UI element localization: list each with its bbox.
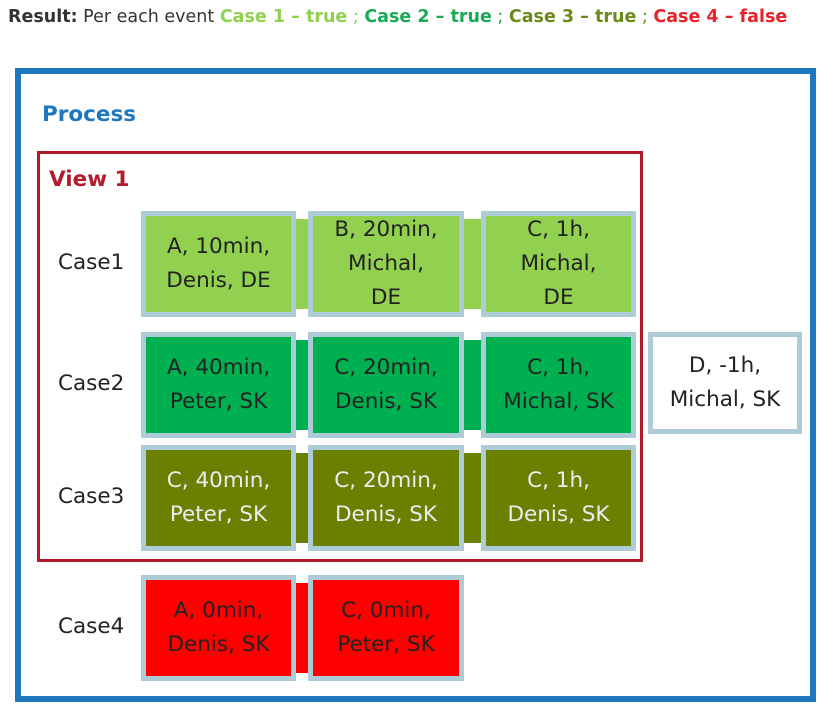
event-line: C, 40min, xyxy=(166,468,271,493)
event-line: Denis, SK xyxy=(507,502,610,527)
process-box xyxy=(15,68,816,702)
event-box: C, 20min, Denis, SK xyxy=(308,445,464,551)
event-box: C, 20min, Denis, SK xyxy=(308,332,464,438)
event-line: Denis, SK xyxy=(334,389,437,414)
event-text: C, 20min, Denis, SK xyxy=(334,351,437,419)
event-text: C, 20min, Denis, SK xyxy=(334,464,437,532)
event-line: A, 40min, xyxy=(166,355,271,380)
result-text: Per each event xyxy=(83,7,215,27)
result-separator-2: ; xyxy=(497,7,504,27)
result-line: Result: Per each event Case 1 – true ; C… xyxy=(8,4,823,30)
case-label: Case2 xyxy=(58,371,125,396)
view-box xyxy=(37,151,643,562)
event-line: C, 20min, xyxy=(334,468,438,493)
event-text: D, -1h, Michal, SK xyxy=(670,349,781,417)
event-line: Peter, SK xyxy=(169,389,268,414)
event-text: A, 40min, Peter, SK xyxy=(167,351,270,419)
result-separator-3: ; xyxy=(641,7,648,27)
case-label: Case1 xyxy=(58,250,125,275)
event-line: D, -1h, xyxy=(688,353,762,378)
event-text: C, 40min, Peter, SK xyxy=(167,464,270,532)
event-line: Michal, SK xyxy=(669,387,781,412)
result-case4: Case 4 – false xyxy=(653,7,788,27)
result-label: Result: xyxy=(8,7,78,27)
event-text: C, 1h, Denis, SK xyxy=(508,464,610,532)
event-line: C, 1h, xyxy=(527,468,590,493)
case-label: Case4 xyxy=(58,614,125,639)
event-text: C, 0min, Peter, SK xyxy=(337,594,434,662)
event-line: Peter, SK xyxy=(169,502,268,527)
event-box: C, 1h, Denis, SK xyxy=(481,445,636,551)
event-text: B, 20min, Michal, DE xyxy=(334,216,438,312)
outside-event-box: D, -1h, Michal, SK xyxy=(648,332,802,434)
event-line: A, 10min, xyxy=(166,234,271,259)
event-box: C, 40min, Peter, SK xyxy=(141,445,296,551)
event-box: C, 1h, Michal, SK xyxy=(481,332,636,438)
event-line: C, 0min, xyxy=(341,598,431,623)
event-line: B, 20min, xyxy=(334,217,438,242)
result-case3: Case 3 – true xyxy=(508,7,637,27)
event-box: A, 40min, Peter, SK xyxy=(141,332,296,438)
event-box: C, 1h, Michal, DE xyxy=(481,211,636,317)
view-label: View 1 xyxy=(49,167,130,192)
event-line: Michal, xyxy=(520,251,597,276)
event-line: C, 20min, xyxy=(334,355,438,380)
event-line: Michal, xyxy=(348,251,424,276)
result-case2: Case 2 – true xyxy=(364,7,492,27)
event-text: C, 1h, Michal, DE xyxy=(520,216,597,312)
event-line: A, 0min, xyxy=(173,598,264,623)
result-separator-1: ; xyxy=(352,7,359,27)
event-text: A, 10min, Denis, DE xyxy=(166,230,270,298)
process-label: Process xyxy=(42,102,137,127)
event-line: Peter, SK xyxy=(337,632,435,657)
event-line: Denis, DE xyxy=(166,268,271,293)
event-box: A, 0min, Denis, SK xyxy=(141,575,296,681)
event-box: B, 20min, Michal, DE xyxy=(308,211,464,317)
event-line: DE xyxy=(370,285,402,310)
event-line: C, 1h, xyxy=(527,217,590,242)
event-box: C, 0min, Peter, SK xyxy=(308,575,464,681)
event-text: C, 1h, Michal, SK xyxy=(503,351,614,419)
result-case1: Case 1 – true xyxy=(219,7,348,27)
event-line: DE xyxy=(543,285,574,310)
event-text: A, 0min, Denis, SK xyxy=(168,594,270,662)
event-box: A, 10min, Denis, DE xyxy=(141,211,296,317)
event-line: C, 1h, xyxy=(527,355,590,380)
event-line: Michal, SK xyxy=(503,389,614,414)
event-line: Denis, SK xyxy=(334,502,437,527)
event-line: Denis, SK xyxy=(167,632,270,657)
case-label: Case3 xyxy=(58,484,125,509)
